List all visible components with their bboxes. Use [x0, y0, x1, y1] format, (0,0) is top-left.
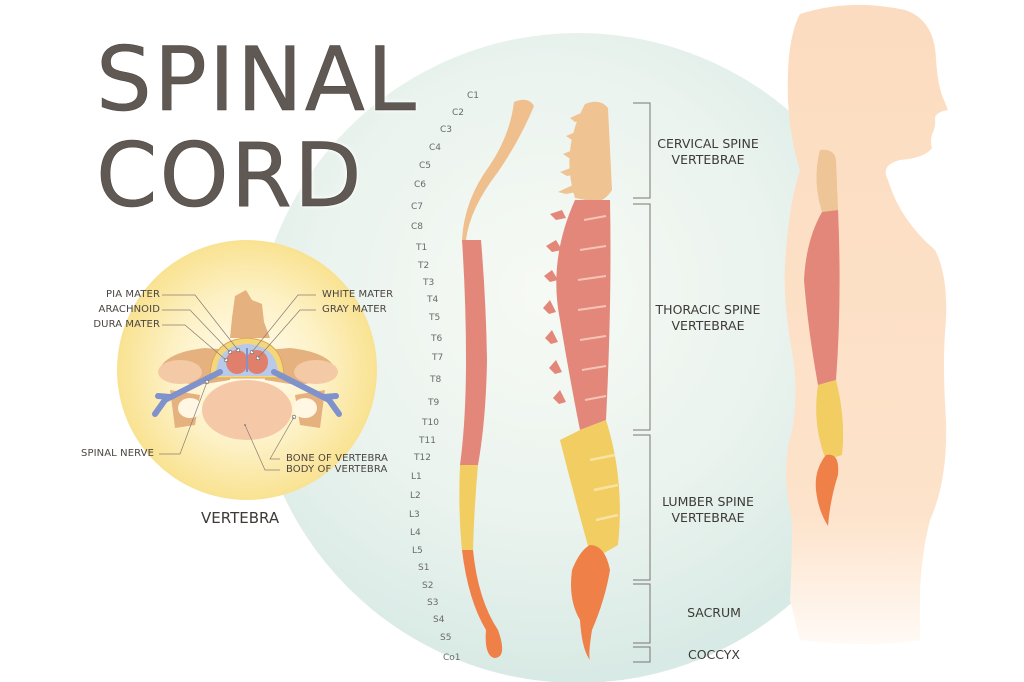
region-line2: VERTEBRAE: [671, 152, 745, 168]
segment-label-t3: T3: [423, 278, 435, 288]
segment-label-c3: C3: [440, 125, 453, 135]
region-line1: CERVICAL SPINE: [657, 136, 759, 151]
region-label-coccyx: COCCYX: [687, 647, 741, 662]
segment-label-t2: T2: [418, 261, 430, 271]
segment-label-l5: L5: [412, 546, 423, 556]
label-arachnoid: ARACHNOID: [98, 304, 160, 315]
segment-label-s3: S3: [427, 598, 439, 608]
segment-label-t12: T12: [414, 453, 431, 463]
segment-label-s4: S4: [433, 615, 445, 625]
segment-label-t8: T8: [430, 375, 442, 385]
label-pia-mater: PIA MATER: [106, 289, 160, 300]
human-body-silhouette: [784, 4, 948, 645]
segment-label-s5: S5: [440, 633, 452, 643]
vertebral-column: [543, 101, 620, 660]
segment-label-c2: C2: [452, 108, 465, 118]
segment-label-c1: C1: [467, 91, 480, 101]
label-white-mater: WHITE MATER: [322, 289, 394, 300]
segment-label-t10: T10: [422, 418, 439, 428]
label-dura-mater: DURA MATER: [93, 319, 160, 330]
segment-label-t9: T9: [428, 398, 440, 408]
segment-label-c7: C7: [411, 202, 424, 212]
segment-label-co1: Co1: [443, 653, 461, 663]
segment-label-t11: T11: [419, 436, 436, 446]
segment-label-c6: C6: [414, 180, 427, 190]
segment-label-l3: L3: [409, 510, 420, 520]
segment-label-l2: L2: [410, 491, 421, 501]
region-brackets: [633, 102, 651, 663]
region-line1: THORACIC SPINE: [655, 302, 761, 317]
region-line1: LUMBER SPINE: [662, 494, 754, 509]
segment-label-c8: C8: [411, 222, 424, 232]
segment-label-t7: T7: [432, 353, 444, 363]
segment-label-c5: C5: [419, 161, 432, 171]
label-gray-mater: GRAY MATER: [322, 304, 387, 315]
label-bone-of-vertebra: BONE OF VERTEBRA: [286, 453, 388, 464]
region-line2: VERTEBRAE: [671, 318, 745, 334]
region-label-sacrum: SACRUM: [687, 605, 741, 620]
label-spinal-nerve: SPINAL NERVE: [81, 448, 154, 459]
segment-label-t4: T4: [427, 295, 439, 305]
segment-label-s2: S2: [422, 581, 434, 591]
vertebra-cross-section: [152, 290, 342, 471]
spinal-cord-column: [459, 99, 534, 658]
segment-label-l1: L1: [411, 472, 422, 482]
segment-label-l4: L4: [410, 528, 421, 538]
segment-label-t5: T5: [429, 313, 441, 323]
segment-label-t1: T1: [416, 243, 428, 253]
title-line-1: SPINAL: [96, 28, 418, 131]
segment-label-t6: T6: [431, 334, 443, 344]
title-line-2: CORD: [96, 124, 364, 227]
segment-label-s1: S1: [418, 563, 430, 573]
region-line2: VERTEBRAE: [671, 510, 745, 526]
vertebra-caption: VERTEBRA: [201, 509, 280, 527]
label-body-of-vertebra: BODY OF VERTEBRA: [286, 464, 388, 475]
segment-label-c4: C4: [429, 143, 442, 153]
